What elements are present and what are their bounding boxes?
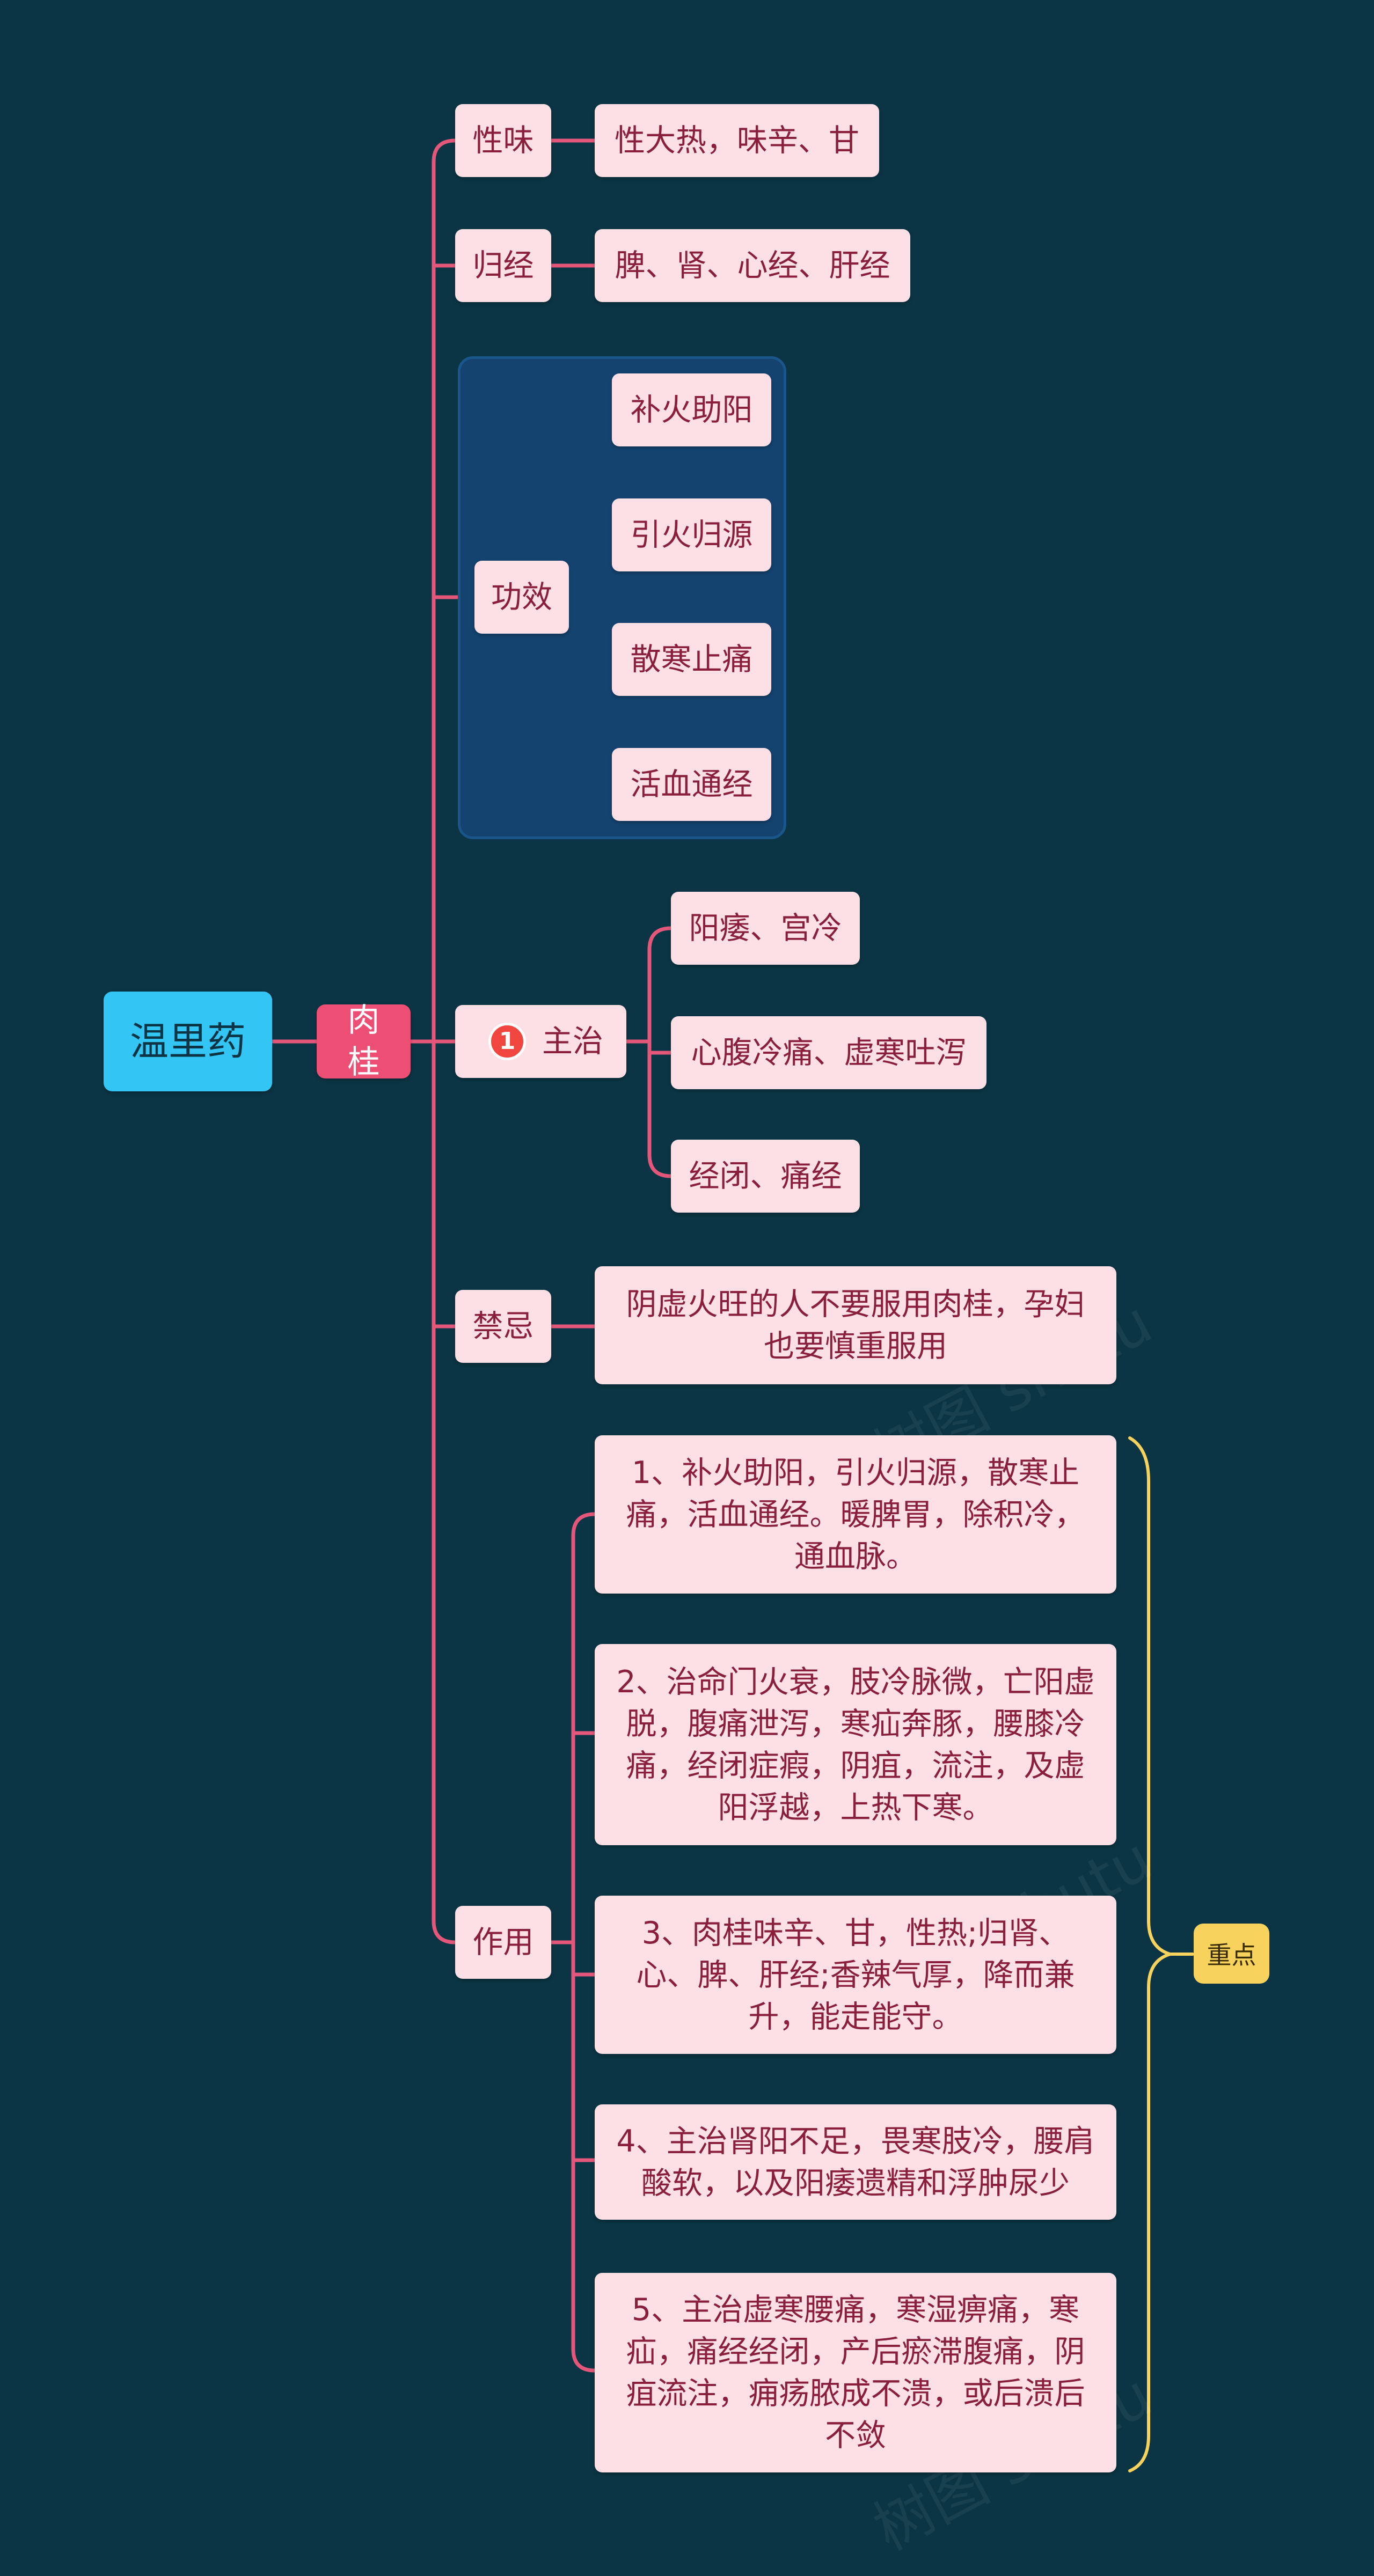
link-zuoyong-items <box>549 1512 597 2373</box>
zuoyong-item[interactable]: 4、主治肾阳不足，畏寒肢冷，腰肩酸软，以及阳痿遗精和浮肿尿少 <box>595 2104 1116 2220</box>
link-zhuzhi-items <box>624 926 673 1178</box>
main-node[interactable]: 肉桂 <box>317 1002 411 1081</box>
zuoyong-item[interactable]: 3、肉桂味辛、甘，性热;归肾、心、脾、肝经;香辣气厚，降而兼升，能走能守。 <box>595 1896 1116 2054</box>
branch-xingwei[interactable]: 性味 <box>455 104 551 177</box>
zuoyong-item[interactable]: 1、补火助阳，引火归源，散寒止痛，活血通经。暖脾胃，除积冷，通血脉。 <box>595 1435 1116 1594</box>
zhuzhi-item[interactable]: 阳痿、宫冷 <box>671 892 860 965</box>
zuoyong-item[interactable]: 2、治命门火衰，肢冷脉微，亡阳虚脱，腹痛泄泻，寒疝奔豚，腰膝冷痛，经闭症瘕，阴疽… <box>595 1644 1116 1845</box>
priority-1-icon: 1 <box>488 1023 526 1060</box>
gongxiao-item[interactable]: 活血通经 <box>612 748 771 821</box>
gongxiao-item[interactable]: 散寒止痛 <box>612 623 771 696</box>
zuoyong-item[interactable]: 5、主治虚寒腰痛，寒湿痹痛，寒疝，痛经经闭，产后瘀滞腹痛，阴疽流注，痈疡脓成不溃… <box>595 2273 1116 2472</box>
root-node[interactable]: 温里药 <box>104 992 272 1091</box>
branch-zhuzhi[interactable]: 1 主治 <box>455 1005 626 1078</box>
xingwei-value[interactable]: 性大热，味辛、甘 <box>595 104 879 177</box>
branch-guijing[interactable]: 归经 <box>455 229 551 302</box>
branch-zuoyong[interactable]: 作用 <box>455 1906 551 1979</box>
summary-tag[interactable]: 重点 <box>1194 1924 1269 1984</box>
zhuzhi-item[interactable]: 心腹冷痛、虚寒吐泻 <box>671 1016 986 1089</box>
branch-gongxiao[interactable]: 功效 <box>474 561 569 634</box>
summary-brace <box>1128 1436 1176 2472</box>
branch-zhuzhi-label: 主治 <box>542 1024 603 1059</box>
guijing-value[interactable]: 脾、肾、心经、肝经 <box>595 229 910 302</box>
gongxiao-item[interactable]: 补火助阳 <box>612 373 771 446</box>
branch-jinji[interactable]: 禁忌 <box>455 1290 551 1363</box>
gongxiao-item[interactable]: 引火归源 <box>612 498 771 571</box>
zhuzhi-item[interactable]: 经闭、痛经 <box>671 1140 860 1213</box>
jinji-value[interactable]: 阴虚火旺的人不要服用肉桂，孕妇也要慎重服用 <box>595 1266 1116 1384</box>
